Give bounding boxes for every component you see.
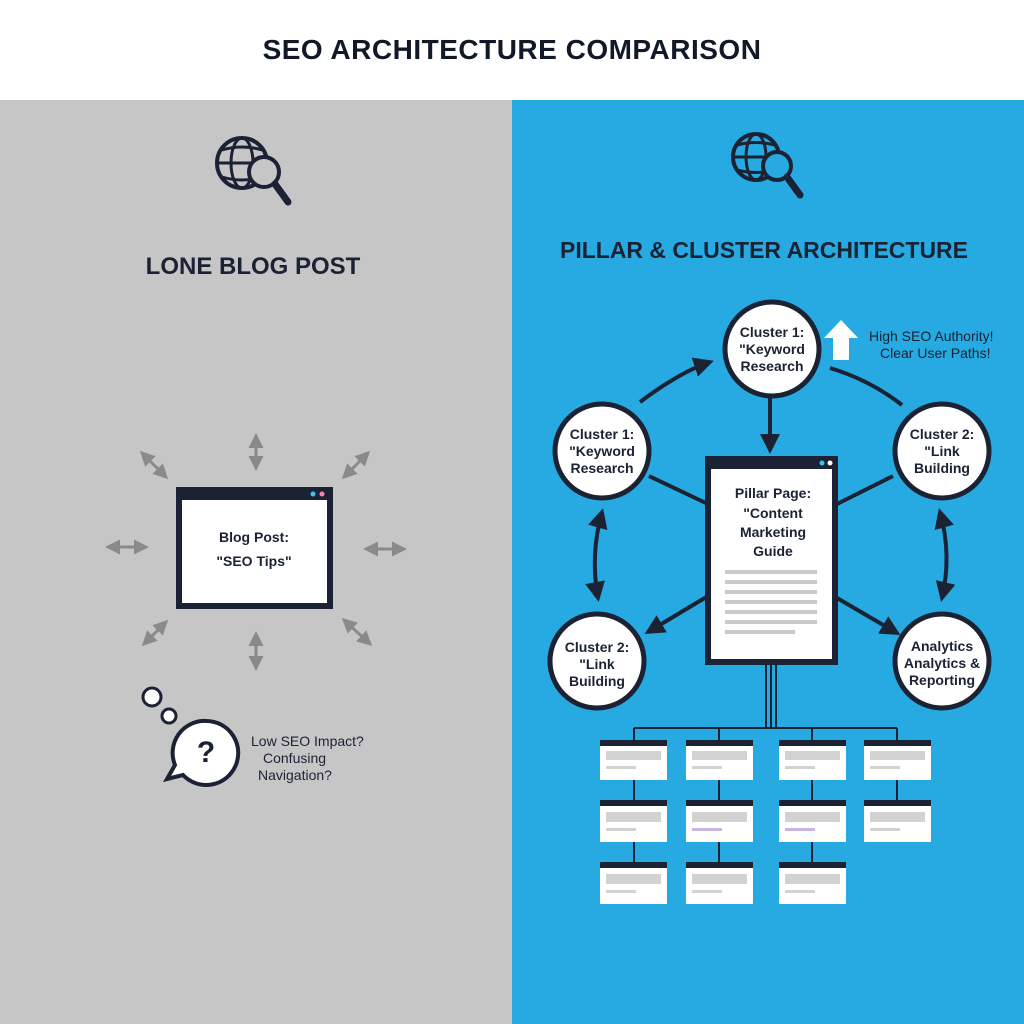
- blog-post-window: Blog Post: "SEO Tips": [176, 487, 333, 609]
- svg-text:Research: Research: [740, 358, 803, 374]
- cluster-node: Cluster 2: "Link Building: [892, 401, 992, 501]
- svg-text:Analytics &: Analytics &: [904, 655, 980, 671]
- authority-line-1: High SEO Authority!: [869, 328, 994, 344]
- header-bar: SEO ARCHITECTURE COMPARISON: [0, 0, 1024, 100]
- svg-text:"Keyword: "Keyword: [739, 341, 805, 357]
- page-title: SEO ARCHITECTURE COMPARISON: [262, 34, 762, 65]
- sub-page: [864, 740, 931, 780]
- sub-page: [686, 740, 753, 780]
- svg-text:Analytics: Analytics: [911, 638, 973, 654]
- svg-text:"Keyword: "Keyword: [569, 443, 635, 459]
- svg-text:Cluster 2:: Cluster 2:: [565, 639, 630, 655]
- svg-text:?: ?: [197, 736, 215, 769]
- scatter-arrows: [105, 433, 407, 671]
- authority-line-2: Clear User Paths!: [880, 345, 990, 361]
- sub-page: [686, 862, 753, 904]
- cluster-node: Cluster 2: "Link Building: [547, 611, 647, 711]
- note-line-2: Confusing: [263, 750, 326, 766]
- blog-post-title: Blog Post:: [219, 529, 289, 545]
- svg-text:Research: Research: [570, 460, 633, 476]
- sub-page: [779, 740, 846, 780]
- pillar-line-4: Guide: [753, 543, 793, 559]
- pillar-line-2: "Content: [743, 505, 803, 521]
- svg-text:"Link: "Link: [579, 656, 615, 672]
- globe-search-icon-right: [731, 132, 804, 199]
- svg-text:Cluster 1:: Cluster 1:: [740, 324, 805, 340]
- sub-page: [686, 800, 753, 842]
- page-tree-lines: [633, 665, 898, 862]
- svg-text:Building: Building: [569, 673, 625, 689]
- globe-search-icon-left: [215, 136, 292, 206]
- svg-text:Cluster 2:: Cluster 2:: [910, 426, 975, 442]
- sub-page: [600, 740, 667, 780]
- up-arrow-icon: [824, 320, 858, 360]
- left-heading: LONE BLOG POST: [146, 253, 361, 280]
- svg-text:Reporting: Reporting: [909, 672, 975, 688]
- cluster-node: Analytics Analytics & Reporting: [892, 611, 992, 711]
- pillar-line-3: Marketing: [740, 524, 806, 540]
- pillar-page: Pillar Page: "Content Marketing Guide: [705, 456, 838, 665]
- sub-page: [779, 862, 846, 904]
- pillar-line-1: Pillar Page:: [735, 485, 811, 501]
- svg-text:Cluster 1:: Cluster 1:: [570, 426, 635, 442]
- connector-lines: [585, 357, 956, 636]
- sub-page: [779, 800, 846, 842]
- blog-post-name: "SEO Tips": [216, 553, 291, 569]
- note-line-1: Low SEO Impact?: [251, 733, 364, 749]
- question-bubble-icon: ?: [141, 686, 241, 787]
- cluster-node: Cluster 1: "Keyword Research: [552, 401, 652, 501]
- svg-text:Building: Building: [914, 460, 970, 476]
- right-heading: PILLAR & CLUSTER ARCHITECTURE: [560, 237, 968, 263]
- sub-page: [600, 862, 667, 904]
- svg-text:"Link: "Link: [924, 443, 960, 459]
- sub-page: [600, 800, 667, 842]
- note-line-3: Navigation?: [258, 767, 332, 783]
- cluster-node: Cluster 1: "Keyword Research: [722, 299, 822, 399]
- sub-page: [864, 800, 931, 842]
